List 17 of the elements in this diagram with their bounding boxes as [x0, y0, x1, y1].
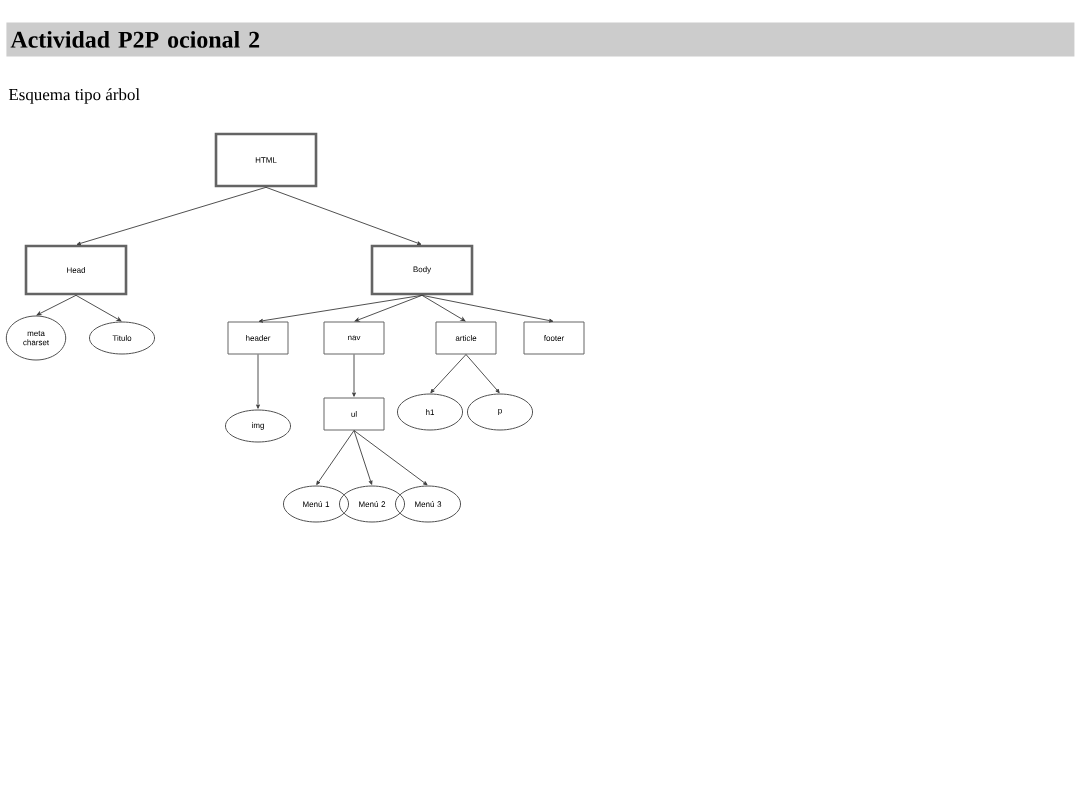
arrow	[430, 354, 467, 394]
arrow	[256, 354, 260, 409]
arrow	[353, 430, 373, 485]
arrow	[465, 354, 500, 394]
arrow	[258, 294, 423, 323]
arrow	[421, 294, 466, 322]
arrow	[265, 186, 422, 245]
arrow	[352, 354, 356, 397]
arrow	[354, 294, 423, 322]
arrow	[316, 430, 355, 485]
arrow	[421, 294, 554, 323]
subtitle: Esquema tipo árbol	[8, 88, 140, 104]
arrow	[36, 294, 77, 316]
arrow	[76, 186, 267, 246]
heading-band: Actividad P2P ocional 2	[6, 22, 1075, 57]
arrow	[75, 294, 122, 322]
arrow	[353, 430, 428, 486]
